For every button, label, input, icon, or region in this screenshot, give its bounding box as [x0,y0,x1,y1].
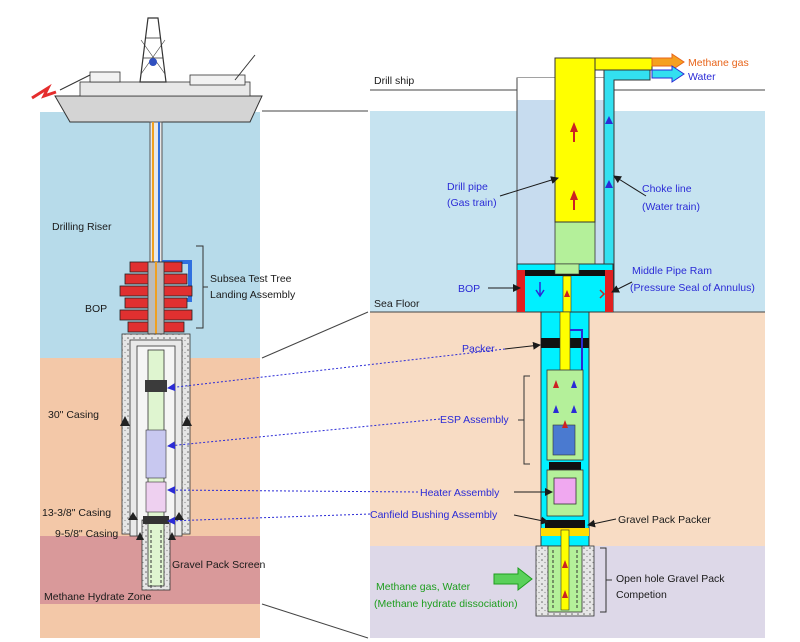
label-methane-hydrate-zone: Methane Hydrate Zone [44,591,152,603]
label-water-train: (Water train) [642,201,700,213]
water-output-arrow [651,65,685,83]
label-open-hole-1: Open hole Gravel Pack [616,573,725,585]
label-choke-line: Choke line [642,183,692,195]
left-well-casing [120,333,192,591]
label-gravel-pack-screen: Gravel Pack Screen [172,559,266,571]
right-bop-block [516,263,614,313]
left-panel: Drilling Riser Subsea Test Tree Landing … [31,17,296,638]
cross-panel-dotted-leaders [167,348,506,525]
label-landing-assembly: Landing Assembly [210,289,296,301]
label-methane-gas-water: Methane gas, Water [376,581,471,593]
drill-ship-illustration [31,17,263,123]
drill-pipe-flow-arrows [570,116,613,210]
label-casing-13: 13-3/8" Casing [42,507,111,519]
drilling-riser-pipe [149,121,163,263]
label-methane-gas-out: Methane gas [688,57,749,69]
panel-connectors [261,110,369,639]
label-casing-9: 9-5/8" Casing [55,528,118,540]
label-open-hole-2: Competion [616,589,667,601]
label-subsea-test-tree: Subsea Test Tree [210,273,292,285]
methane-inflow-arrow [493,566,533,592]
label-gas-train: (Gas train) [447,197,497,209]
label-drilling-riser: Drilling Riser [52,221,112,233]
open-hole-bracket [600,547,612,613]
label-water-out: Water [688,71,716,83]
label-drill-ship: Drill ship [374,75,414,87]
leader-lines [488,175,647,528]
open-hole-gravel-pack [535,529,595,617]
label-sea-floor: Sea Floor [374,298,420,310]
left-bop-stack [119,261,193,335]
label-packer: Packer [462,343,495,355]
label-canfield-bushing: Canfield Bushing Assembly [370,509,498,521]
label-bop-right: BOP [458,283,480,295]
esp-bracket [518,375,530,465]
label-middle-pipe-ram: Middle Pipe Ram [632,265,712,277]
esp-flow-arrows [553,380,577,428]
label-bop-left: BOP [85,303,107,315]
right-panel: Drill ship Methane gas Water Drill pipe … [370,53,765,638]
right-well-body [540,311,590,547]
label-drill-pipe: Drill pipe [447,181,488,193]
left-bottom-zone [40,604,260,638]
label-esp-assembly: ESP Assembly [440,414,509,426]
label-heater-assembly: Heater Assembly [420,487,500,499]
label-gravel-pack-packer: Gravel Pack Packer [618,514,711,526]
label-casing-30: 30" Casing [48,409,99,421]
label-pressure-seal: (Pressure Seal of Annulus) [630,282,755,294]
label-methane-dissociation: (Methane hydrate dissociation) [374,598,518,610]
methane-gas-output-arrow [651,53,685,71]
subsea-bracket [196,245,208,329]
